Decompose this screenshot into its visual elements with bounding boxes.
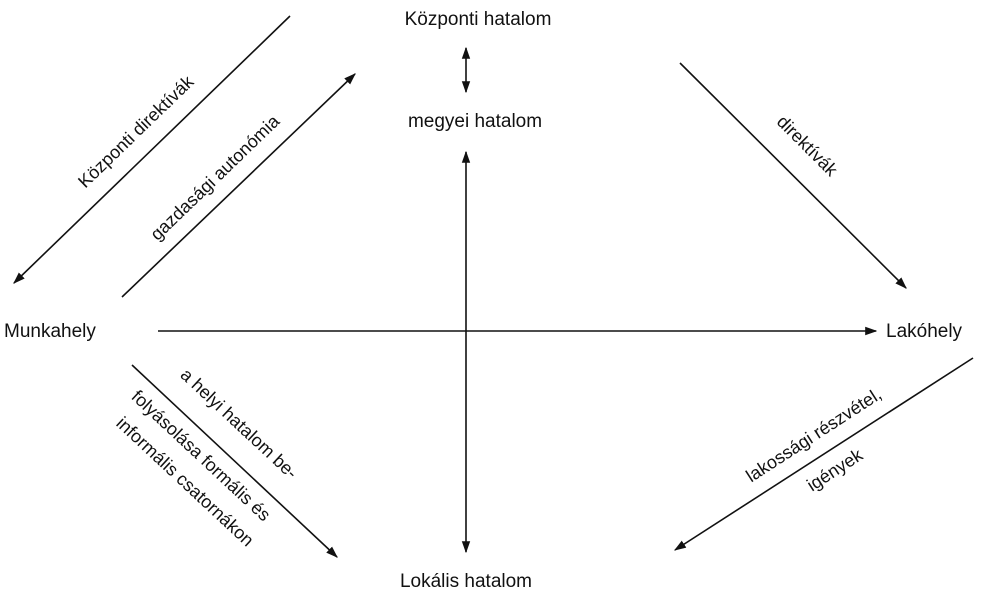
arrow-kozponti-direktivak [13,15,291,284]
label-lakossagi-line2: igények [803,444,867,495]
node-lakohely: Lakóhely [886,321,963,342]
node-lokalis-hatalom: Lokális hatalom [400,571,532,592]
label-gazdasagi-autonomia: gazdasági autonómia [146,110,284,244]
node-munkahely: Munkahely [4,321,96,342]
arrow-direktivak [679,62,907,289]
label-lakossagi-group: lakossági részvétel, igények [742,384,885,495]
node-kozponti-hatalom: Központi hatalom [405,9,552,30]
arrow-gazdasagi-autonomia [121,73,356,298]
label-helyi-hatalom-group: a helyi hatalom be- folyásolása formális… [112,364,301,550]
arrow-helyi-hatalom-befolyasolasa [131,364,338,558]
arrow-lakossagi-reszvetel [673,357,974,551]
node-megyei-hatalom: megyei hatalom [408,111,542,132]
label-kozponti-direktivak: Központi direktívák [74,71,198,192]
label-direktivak: direktívák [773,111,842,180]
